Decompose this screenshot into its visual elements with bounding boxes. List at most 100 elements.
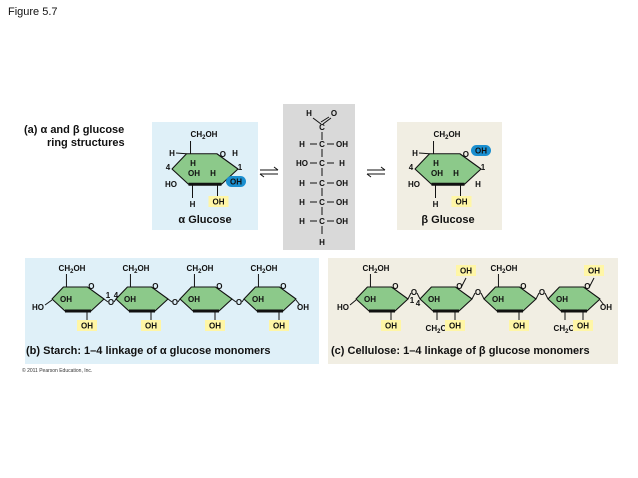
bond-line (471, 292, 476, 300)
ch2oh-sub: 2 (502, 269, 506, 275)
bond-line (535, 292, 540, 300)
cellulose-unit-4-ring-oxygen: O (584, 282, 590, 291)
alpha-ho-c4: HO (165, 180, 177, 189)
starch-unit-2-bottom-oh-bg (141, 320, 161, 331)
ch2oh-sub: 2 (202, 135, 206, 141)
chain-right-group-6: OH (336, 217, 348, 226)
beta-c4-number: 4 (409, 163, 414, 172)
ch2oh-sub: 2 (262, 269, 266, 275)
chain-carbon-6: C (319, 217, 325, 226)
beta-oh-c3: OH (431, 169, 443, 178)
bond-line (349, 299, 357, 306)
bond-line (544, 292, 549, 300)
panel-a-heading: (a) α and β glucose ring structures (24, 124, 125, 150)
beta-h-c3: H (433, 200, 439, 209)
alpha-c4-number: 4 (166, 163, 171, 172)
cellulose-unit-4-oh-c3: OH (556, 295, 568, 304)
cellulose-glycosidic-o-1: O (411, 288, 417, 297)
starch-unit-1-bottom-oh-bg (77, 320, 97, 331)
alpha-h-c4: H (190, 159, 196, 168)
chain-aldehyde-o: O (331, 109, 337, 118)
ch2oh-c: CH (491, 264, 503, 273)
starch-unit-3-bottom-oh-bg (205, 320, 225, 331)
linear-glucose-panel (283, 104, 355, 250)
panel-a-heading-line1: (a) α and β glucose (24, 124, 125, 136)
cellulose-unit-1-ch2oh: CH2OH (363, 264, 390, 275)
ch2oh-oh: OH (265, 264, 277, 273)
beta-anomeric-oh-bg (471, 145, 491, 156)
starch-glycosidic-o-1: O (108, 298, 114, 307)
cellulose-unit-1-ring-oxygen: O (392, 282, 398, 291)
starch-unit-2-ring-oxygen: O (152, 282, 158, 291)
starch-unit-4-oh-c3: OH (252, 295, 264, 304)
cellulose-unit-4-top-oh-bg (584, 265, 604, 276)
alpha-caption: α Glucose (178, 214, 231, 226)
bond-line (167, 298, 173, 303)
alpha-oh-c2: OH (213, 198, 225, 207)
beta-ho-c4: HO (408, 180, 420, 189)
starch-unit-3-ch2oh: CH2OH (187, 264, 214, 275)
bond-line (322, 117, 332, 125)
chain-left-group-5: H (299, 198, 305, 207)
chain-carbon-3: C (319, 159, 325, 168)
bond-line (44, 299, 53, 306)
cellulose-unit-2-bottom-oh: OH (449, 322, 461, 331)
cellulose-unit-3-bottom-oh: OH (513, 322, 525, 331)
starch-unit-3-oh-c3: OH (188, 295, 200, 304)
starch-unit-3-ring-oxygen: O (216, 282, 222, 291)
chain-left-group-2: H (299, 140, 305, 149)
alpha-ch2oh: CH2OH (191, 130, 218, 141)
alpha-c1-number: 1 (238, 163, 243, 172)
bond-line (113, 298, 117, 303)
alpha-oh-c2-bg (208, 196, 229, 207)
ch2oh-sub: 2 (565, 329, 569, 335)
bond-line (295, 299, 301, 306)
starch-unit-4-bottom-oh: OH (273, 322, 285, 331)
starch-unit-1-bottom-oh: OH (81, 322, 93, 331)
bond-line (460, 277, 467, 288)
cellulose-unit-1-bottom-oh: OH (385, 322, 397, 331)
bond-line (418, 152, 430, 155)
starch-unit-1-oh-c3: OH (60, 295, 72, 304)
ch2oh-c: CH (554, 324, 566, 333)
starch-unit-4-ring-oxygen: O (280, 282, 286, 291)
cellulose-ho-end: HO (337, 303, 349, 312)
alpha-h-c3: H (190, 200, 196, 209)
cellulose-unit-3-ch2oh: CH2OH (491, 264, 518, 275)
ch2oh-c: CH (434, 130, 446, 139)
bond-line (407, 292, 412, 300)
cellulose-unit-1-bottom-oh-bg (381, 320, 401, 331)
ch2oh-oh: OH (205, 130, 217, 139)
cellulose-unit-3-oh-c3: OH (492, 295, 504, 304)
bond-line (320, 116, 330, 123)
starch-unit-4-ch2oh: CH2OH (251, 264, 278, 275)
starch-link-c1-number: 1 (106, 291, 111, 300)
ch2oh-oh: OH (73, 264, 85, 273)
cellulose-unit-4-top-oh: OH (588, 267, 600, 276)
equilibrium-arrow-right-forward (367, 166, 386, 171)
bond-line (241, 298, 245, 303)
equilibrium-arrow-left-reverse (259, 173, 278, 178)
alpha-anomeric-oh-bg (226, 176, 246, 187)
starch-unit-4-bottom-oh-bg (269, 320, 289, 331)
bond-line (312, 117, 322, 125)
ch2oh-oh: OH (448, 130, 460, 139)
ch2oh-c: CH (59, 264, 71, 273)
starch-unit-2-bottom-oh: OH (145, 322, 157, 331)
beta-h-c4: H (433, 159, 439, 168)
ch2oh-c: CH (123, 264, 135, 273)
starch-unit-1-ch2oh: CH2OH (59, 264, 86, 275)
ch2oh-sub: 2 (198, 269, 202, 275)
ch2oh-c: CH (191, 130, 203, 139)
chain-left-group-3: HO (296, 159, 308, 168)
equilibrium-arrow-left-forward (260, 166, 279, 171)
starch-link-c4-number: 4 (114, 291, 119, 300)
chain-carbon-2: C (319, 140, 325, 149)
cellulose-unit-3-ring-oxygen: O (520, 282, 526, 291)
cellulose-unit-2-oh-c3: OH (428, 295, 440, 304)
beta-c1-number: 1 (481, 163, 486, 172)
starch-unit-2-oh-c3: OH (124, 295, 136, 304)
starch-glycosidic-o-3: O (236, 298, 242, 307)
starch-unit-3-bottom-oh: OH (209, 322, 221, 331)
ch2oh-sub: 2 (445, 135, 449, 141)
